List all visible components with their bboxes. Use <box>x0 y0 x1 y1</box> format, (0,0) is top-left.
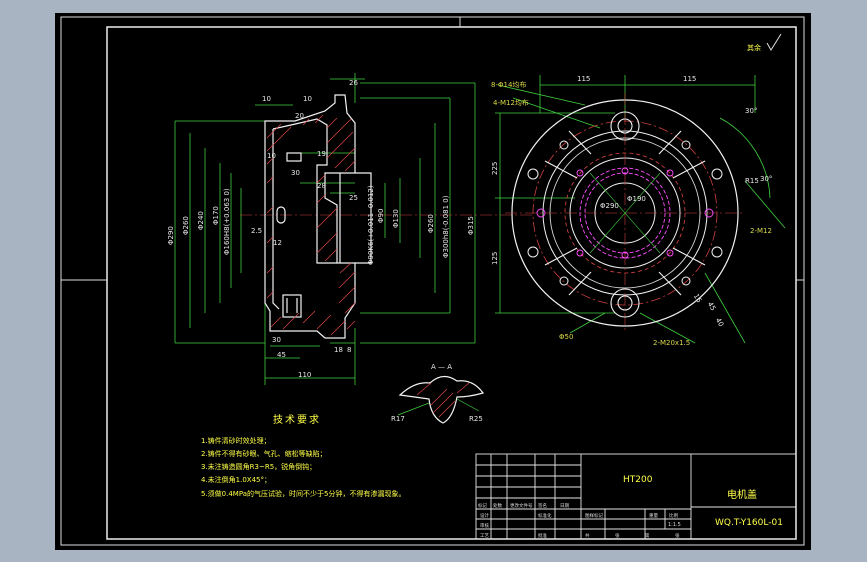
dim-45: 45 <box>706 301 717 313</box>
dim-mid-12: 12 <box>273 239 282 247</box>
section-a-a: A — A R17 R25 <box>391 363 484 424</box>
dim-115-left: 115 <box>577 75 590 83</box>
section-view: 26 10 20 10 10 30 19 28 25 12 2.5 30 45 … <box>167 73 535 385</box>
tech-req-item-5: 5.须做0.4MPa的气压试验，时间不少于5分钟，不得有渗漏现象。 <box>201 489 406 498</box>
roughness-label: 其余 <box>747 43 761 52</box>
dim-mid-2.5: 2.5 <box>251 227 262 235</box>
technical-requirements: 技术要求 1.铸件清砂时效处理； 2.铸件不得有砂眼、气孔、缩松等缺陷； 3.未… <box>201 413 406 498</box>
role-process: 工艺 <box>480 533 489 539</box>
callout-4-m12: 4-M12均布 <box>493 98 529 107</box>
sheet-3: 第 <box>645 532 650 539</box>
radius-r15: R15 <box>745 177 759 185</box>
dim-mid-19: 19 <box>317 150 326 158</box>
tech-req-item-4: 4.未注倒角1.0X45°； <box>201 475 271 484</box>
role-design: 设计 <box>480 512 489 519</box>
dia-240: Φ240 <box>197 211 205 230</box>
dim-bottom-30: 30 <box>272 336 281 344</box>
stage-header-1: 图样标记 <box>585 512 603 519</box>
dim-125: 125 <box>491 252 499 265</box>
outer-frame <box>60 16 805 546</box>
callout-8-holes: 8-Φ14均布 <box>491 80 526 89</box>
roughness-symbol <box>766 33 782 51</box>
role-review: 审核 <box>480 522 489 529</box>
rev-header-4: 签名 <box>538 502 547 509</box>
stage-header-2: 重量 <box>649 512 658 519</box>
svg-text:R17: R17 <box>391 415 405 423</box>
sheet-2: 张 <box>615 532 620 539</box>
dim-bottom-45: 45 <box>277 351 286 359</box>
dim-bottom-18: 18 <box>334 346 343 354</box>
dia-260-left: Φ260 <box>182 216 190 235</box>
title-block: HT200 电机盖 WQ.T-Y160L-01 1:1.5 标记 处数 更改文件… <box>475 453 797 540</box>
tech-req-title: 技术要求 <box>273 413 321 426</box>
callout-dia-50: Φ50 <box>559 333 573 341</box>
dia-290: Φ290 <box>167 226 175 245</box>
tech-req-item-1: 1.铸件清砂时效处理； <box>201 436 271 445</box>
role-standard: 标准化 <box>538 512 552 519</box>
dim-115-right: 115 <box>683 75 696 83</box>
angle-30b: 30° <box>760 175 772 183</box>
sheet-1: 共 <box>585 532 590 539</box>
dia-170: Φ170 <box>212 206 220 225</box>
inner-frame <box>106 26 797 540</box>
rev-header-1: 标记 <box>478 502 487 509</box>
dim-top-26: 26 <box>349 79 358 87</box>
tech-req-item-3: 3.未注铸造圆角R3~R5，锐角倒钝； <box>201 462 316 471</box>
callout-dia-190: Φ190 <box>627 195 646 203</box>
dia-160h8: Φ160H8(+0.063 0) <box>223 188 231 255</box>
part-name-text: 电机盖 <box>727 488 757 501</box>
dia-260-right: Φ260 <box>427 214 435 233</box>
dia-300h8: Φ300h8(-0.081 0) <box>442 195 450 258</box>
dim-15: 15 <box>692 293 703 305</box>
dia-315: Φ315 <box>467 216 475 235</box>
dia-90-right: Φ90 <box>377 209 385 223</box>
stage-header-3: 比例 <box>669 512 678 519</box>
svg-text:R25: R25 <box>469 415 483 423</box>
cad-viewport[interactable]: 其余 <box>55 13 811 550</box>
dia-90k6: Φ90K6(+0.011 -0.012) <box>367 185 375 265</box>
dim-225: 225 <box>491 162 499 175</box>
dim-mid-25: 25 <box>349 194 358 202</box>
callout-dia-290: Φ290 <box>600 202 619 210</box>
dim-mid-30: 30 <box>291 169 300 177</box>
drawing-no-text: WQ.T-Y160L-01 <box>715 518 783 528</box>
material-text: HT200 <box>623 475 653 485</box>
dim-40: 40 <box>714 317 725 329</box>
dim-bottom-8: 8 <box>347 346 351 354</box>
callout-2-m20: 2-M20x1.5 <box>653 339 690 347</box>
angle-30a: 30° <box>745 107 757 115</box>
dim-top-10a: 10 <box>262 95 271 103</box>
front-view: 115 115 225 125 8-Φ14均布 4-M12均布 2-M12 2-… <box>491 75 786 347</box>
section-a-a-label: A — A <box>431 363 452 371</box>
role-approve: 批准 <box>538 532 547 539</box>
dia-130: Φ130 <box>392 209 400 228</box>
sheet-4: 张 <box>675 532 680 539</box>
cad-drawing-canvas[interactable]: 其余 <box>55 13 811 550</box>
rev-header-5: 日期 <box>560 503 569 509</box>
rev-header-2: 处数 <box>493 502 502 509</box>
dim-mid-10: 10 <box>267 152 276 160</box>
dim-top-10b: 10 <box>303 95 312 103</box>
dim-mid-28: 28 <box>317 182 326 190</box>
callout-2-m12: 2-M12 <box>750 227 772 235</box>
rev-header-3: 更改文件号 <box>510 502 533 509</box>
dim-top-20: 20 <box>295 112 304 120</box>
dim-bottom-110: 110 <box>298 371 311 379</box>
tech-req-item-2: 2.铸件不得有砂眼、气孔、缩松等缺陷； <box>201 449 327 458</box>
scale-text: 1:1.5 <box>668 522 681 528</box>
